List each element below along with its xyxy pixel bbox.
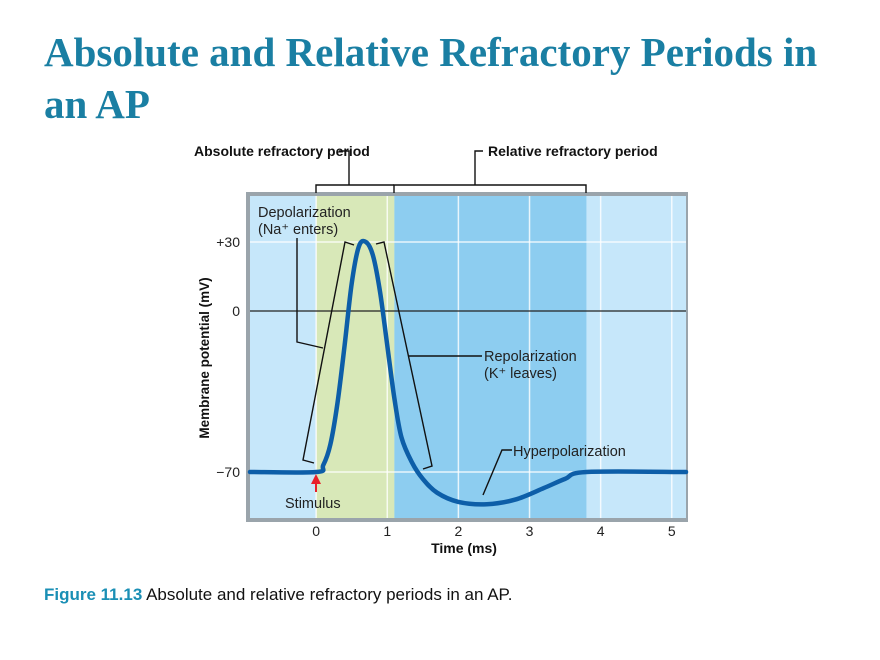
- y-axis-label: Membrane potential (mV): [197, 277, 212, 438]
- depolarization-label-2: (Na⁺ enters): [258, 222, 338, 238]
- relative-bracket: [393, 184, 587, 193]
- figure-number: Figure 11.13: [44, 585, 143, 604]
- slide-title: Absolute and Relative Refractory Periods…: [44, 29, 818, 127]
- y-tick-label: +30: [216, 234, 240, 250]
- depolarization-label-1: Depolarization: [258, 205, 351, 221]
- x-tick-label: 1: [383, 523, 391, 539]
- depolarization-bracket: [302, 241, 355, 464]
- depolarization-leader: [296, 238, 324, 349]
- caption-text: Absolute and relative refractory periods…: [146, 585, 513, 604]
- hyperpolarization-label: Hyperpolarization: [513, 444, 626, 460]
- absolute-bracket: [315, 184, 394, 193]
- absolute-label: Absolute refractory period: [194, 143, 370, 159]
- stimulus-arrow-icon: [311, 474, 321, 492]
- x-tick-label: 3: [526, 523, 534, 539]
- y-tick-label: −70: [216, 464, 240, 480]
- region-absolute: [316, 196, 395, 518]
- x-axis-label: Time (ms): [431, 540, 497, 556]
- x-tick-label: 5: [668, 523, 676, 539]
- relative-leader: [474, 150, 483, 185]
- y-tick-label: 0: [232, 303, 240, 319]
- figure-caption: Figure 11.13 Absolute and relative refra…: [44, 585, 512, 605]
- stimulus-label: Stimulus: [285, 496, 341, 512]
- x-tick-label: 0: [312, 523, 320, 539]
- repolarization-label-2: (K⁺ leaves): [484, 366, 557, 382]
- refractory-brackets: [296, 150, 587, 496]
- hyperpolarization-leader: [482, 449, 512, 496]
- region-relative: [394, 196, 587, 518]
- x-tick-label: 2: [454, 523, 462, 539]
- x-tick-label: 4: [597, 523, 605, 539]
- membrane-potential-line: [247, 238, 689, 507]
- repolarization-bracket: [375, 241, 433, 470]
- relative-label: Relative refractory period: [488, 143, 658, 159]
- repolarization-label-1: Repolarization: [484, 349, 577, 365]
- absolute-leader: [339, 150, 350, 185]
